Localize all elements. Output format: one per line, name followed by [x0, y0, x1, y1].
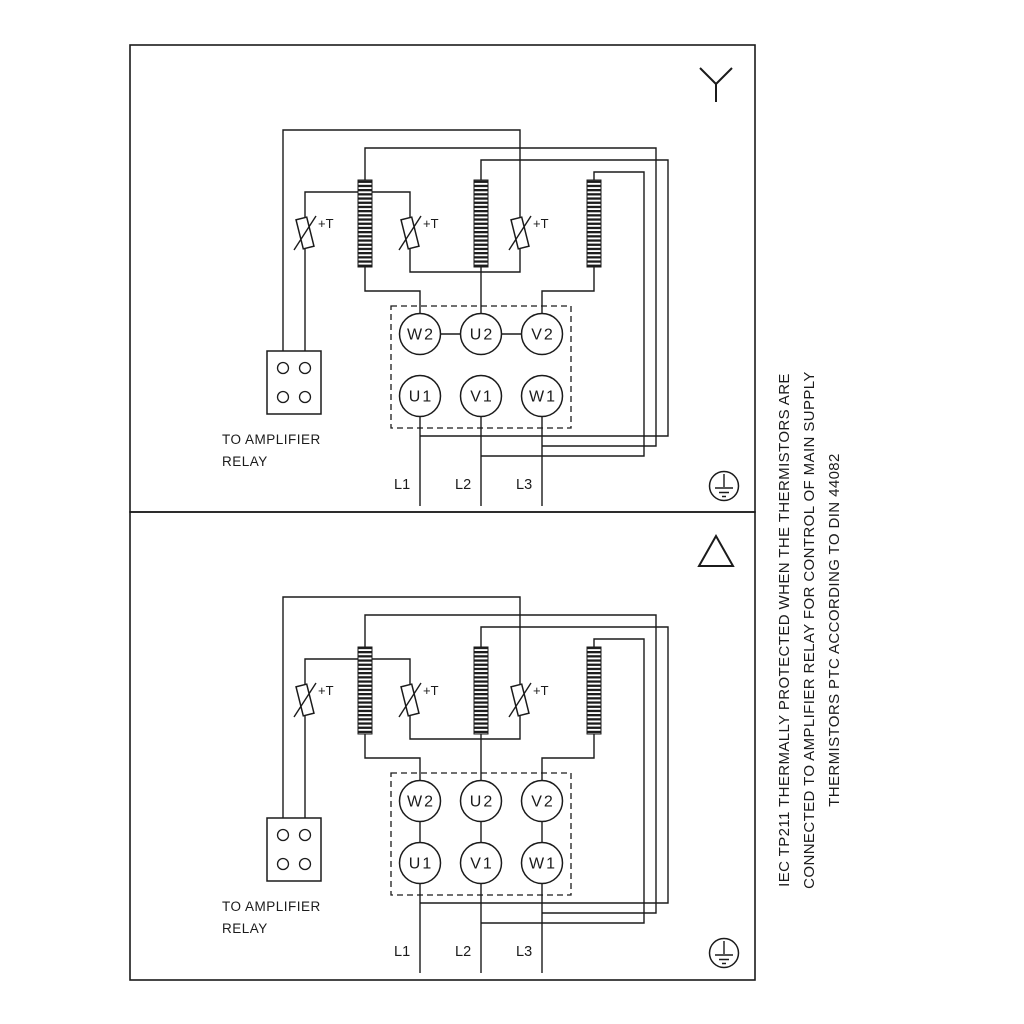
terminal-w2 — [398, 312, 442, 356]
thermistor-label: +T — [318, 683, 334, 698]
terminal-label: V1 — [470, 389, 494, 406]
terminal-u2 — [459, 312, 503, 356]
terminal-block: W2 U2 V2 U1 V1 W1 — [390, 772, 572, 896]
thermistor-label: +T — [423, 216, 439, 231]
winding-coil-icon — [586, 646, 602, 735]
thermistor-icon — [398, 215, 422, 251]
panel-delta: +T +T +T TO AMPLIFIER RELAY W2 U2 V2 — [129, 511, 756, 981]
terminal-w1 — [520, 841, 564, 885]
terminal-w2 — [398, 779, 442, 823]
delta-wiring — [282, 596, 669, 973]
thermistor-icon — [398, 682, 422, 718]
thermistor-icon — [293, 682, 317, 718]
relay-caption-line1: TO AMPLIFIER — [222, 899, 321, 914]
side-note-line3: THERMISTORS PTC ACCORDING TO DIN 44082 — [826, 453, 843, 807]
winding-coil-icon — [473, 179, 489, 268]
side-note-line1: IEC TP211 THERMALLY PROTECTED WHEN THE T… — [776, 373, 793, 887]
terminal-u1 — [398, 841, 442, 885]
terminal-label: V1 — [470, 856, 494, 873]
star-connection-icon — [699, 67, 733, 102]
side-note-line2: CONNECTED TO AMPLIFIER RELAY FOR CONTROL… — [801, 371, 818, 889]
terminal-v2 — [520, 312, 564, 356]
terminal-u2 — [459, 779, 503, 823]
winding-coil-icon — [586, 179, 602, 268]
winding-coil-icon — [473, 646, 489, 735]
amplifier-relay-terminals — [266, 817, 322, 882]
thermistor-label: +T — [533, 216, 549, 231]
motor-windings — [357, 179, 602, 268]
star-wiring — [282, 129, 669, 506]
terminal-v2 — [520, 779, 564, 823]
terminal-v1 — [459, 374, 503, 418]
delta-link-bars — [419, 821, 543, 843]
supply-label-l3: L3 — [516, 477, 532, 493]
panel-star: +T +T +T TO AMPLIFIER RELAY W2 U2 V2 — [129, 44, 756, 513]
terminal-label: U2 — [470, 794, 494, 811]
thermistor-icon — [293, 215, 317, 251]
ground-icon — [708, 937, 740, 969]
supply-label-l1: L1 — [394, 477, 410, 493]
terminal-label: U1 — [409, 389, 433, 406]
thermistor-label: +T — [318, 216, 334, 231]
thermistors: +T +T +T — [293, 215, 549, 251]
winding-coil-icon — [357, 646, 373, 735]
thermistor-icon — [508, 215, 532, 251]
terminal-label: U2 — [470, 327, 494, 344]
ground-icon — [708, 470, 740, 502]
terminal-label: W1 — [529, 856, 557, 873]
relay-caption-line2: RELAY — [222, 454, 268, 469]
supply-label-l2: L2 — [455, 944, 471, 960]
supply-label-l2: L2 — [455, 477, 471, 493]
supply-label-l3: L3 — [516, 944, 532, 960]
panel-delta-border — [129, 511, 756, 981]
thermistor-label: +T — [533, 683, 549, 698]
terminal-label: W1 — [529, 389, 557, 406]
terminal-v1 — [459, 841, 503, 885]
terminal-label: V2 — [531, 327, 555, 344]
relay-caption-line1: TO AMPLIFIER — [222, 432, 321, 447]
side-note: IEC TP211 THERMALLY PROTECTED WHEN THE T… — [772, 340, 847, 920]
terminal-u1 — [398, 374, 442, 418]
supply-label-l1: L1 — [394, 944, 410, 960]
delta-connection-icon — [697, 533, 735, 567]
terminal-label: V2 — [531, 794, 555, 811]
terminal-label: W2 — [407, 327, 435, 344]
terminal-w1 — [520, 374, 564, 418]
terminal-label: W2 — [407, 794, 435, 811]
amplifier-relay-terminals — [266, 350, 322, 415]
terminal-label: U1 — [409, 856, 433, 873]
motor-windings — [357, 646, 602, 735]
relay-caption-line2: RELAY — [222, 921, 268, 936]
winding-coil-icon — [357, 179, 373, 268]
thermistors: +T +T +T — [293, 682, 549, 718]
thermistor-icon — [508, 682, 532, 718]
terminal-block: W2 U2 V2 U1 V1 W1 — [390, 305, 572, 429]
thermistor-label: +T — [423, 683, 439, 698]
